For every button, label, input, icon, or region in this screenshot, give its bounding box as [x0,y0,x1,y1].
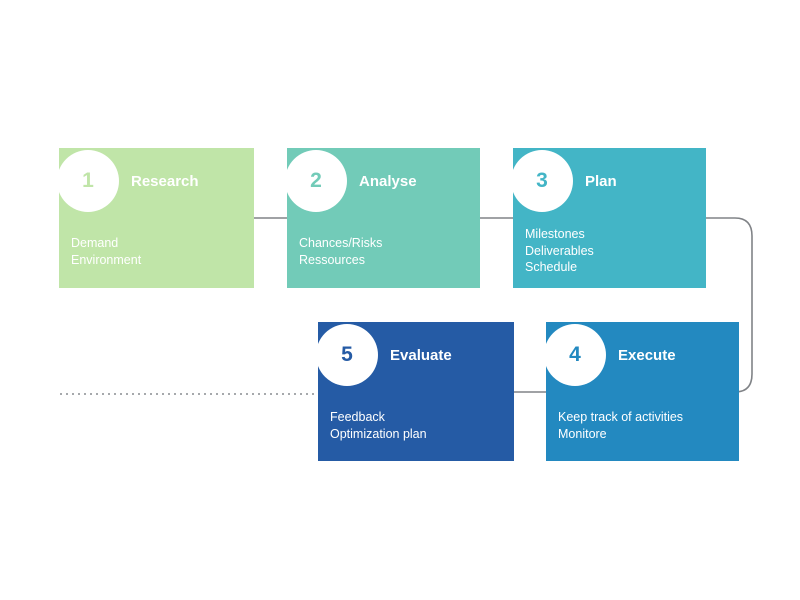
step-header: 4 Execute [544,320,676,390]
step-detail-line: Chances/Risks [299,236,383,250]
step-detail-list: Feedback Optimization plan [330,409,427,442]
step-number-badge: 5 [316,324,378,386]
step-detail-list: Demand Environment [71,235,141,268]
step-detail-line: Optimization plan [330,426,427,441]
step-number-badge: 3 [511,150,573,212]
step-number-badge: 1 [57,150,119,212]
step-number-badge: 4 [544,324,606,386]
step-header: 5 Evaluate [316,320,452,390]
step-detail-line: Schedule [525,260,578,274]
step-box-research[interactable]: 1 Research Demand Environment [57,146,254,288]
step-title: Evaluate [390,346,452,364]
step-title: Analyse [359,172,417,190]
step-box-analyse[interactable]: 2 Analyse Chances/Risks Ressources [285,146,480,288]
step-detail-line: Keep track of activities [558,410,684,424]
step-title: Execute [618,346,676,364]
step-number-badge: 2 [285,150,347,212]
step-header: 2 Analyse [285,146,417,216]
step-detail-line: Monitore [558,426,607,441]
step-detail-list: Keep track of activities Monitore [558,409,683,442]
step-detail-line: Milestones [525,227,585,241]
step-box-plan[interactable]: 3 Plan Milestones Deliverables Schedule [511,146,706,288]
step-detail-list: Milestones Deliverables Schedule [525,226,594,276]
step-detail-line: Feedback [330,410,385,424]
step-title: Plan [585,172,617,190]
step-detail-line: Ressources [299,252,365,267]
step-box-execute[interactable]: 4 Execute Keep track of activities Monit… [544,320,739,461]
step-box-evaluate[interactable]: 5 Evaluate Feedback Optimization plan [316,320,514,461]
step-detail-line: Demand [71,236,119,250]
step-detail-line: Environment [71,252,142,267]
step-header: 1 Research [57,146,199,216]
step-title: Research [131,172,199,190]
step-header: 3 Plan [511,146,617,216]
step-detail-list: Chances/Risks Ressources [299,235,382,268]
step-detail-line: Deliverables [525,243,594,258]
